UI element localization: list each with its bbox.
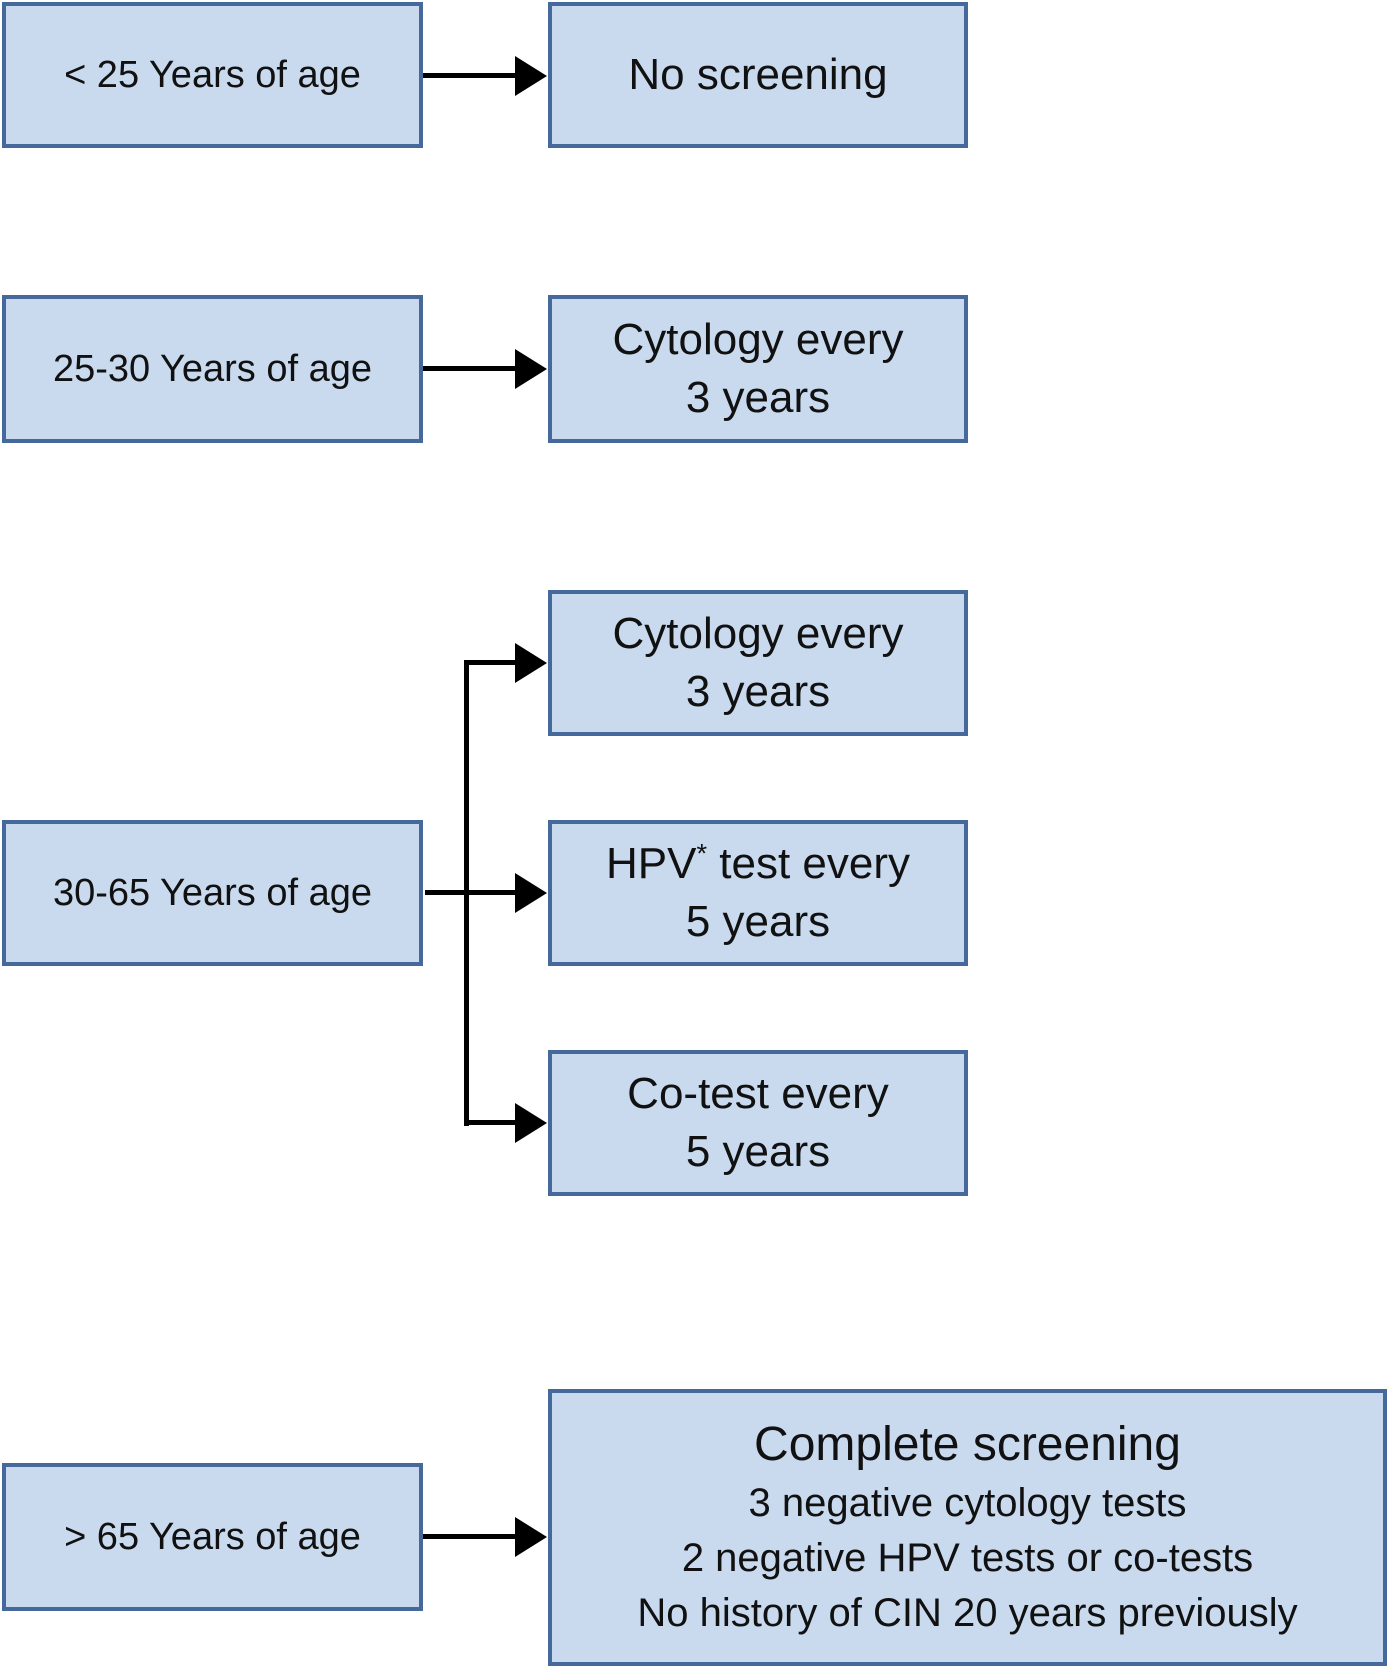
- co-test-line2: 5 years: [685, 1127, 831, 1176]
- box-age-30-65-label: 30-65 Years of age: [52, 871, 373, 914]
- cytology-30-65-line1: Cytology every: [612, 608, 904, 658]
- arrowhead-branch-bottom-icon: [515, 1103, 547, 1143]
- arrowhead-over65-icon: [515, 1517, 547, 1557]
- box-cytology-every-3-years-30-65: Cytology every 3 years: [548, 590, 968, 736]
- box-age-25-30: 25-30 Years of age: [2, 295, 423, 443]
- arrow-under25-line: [423, 73, 518, 78]
- hpv-word: HPV: [605, 838, 697, 888]
- hpv-test-line2: 5 years: [685, 897, 831, 946]
- hpv-test-line1: HPV* test every: [606, 835, 910, 893]
- box-age-over-65-label: > 65 Years of age: [64, 1515, 361, 1558]
- branch-bottom-line: [464, 1120, 518, 1125]
- arrowhead-under25-icon: [515, 56, 547, 96]
- arrowhead-30-65-middle-icon: [515, 873, 547, 913]
- box-age-25-30-label: 25-30 Years of age: [52, 347, 373, 390]
- box-age-under-25-label: < 25 Years of age: [64, 53, 361, 96]
- arrowhead-branch-top-icon: [515, 643, 547, 683]
- box-complete-screening: Complete screening 3 negative cytology t…: [548, 1389, 1387, 1666]
- hpv-asterisk: *: [696, 837, 708, 869]
- complete-screening-criterion-1: 3 negative cytology tests: [748, 1481, 1187, 1525]
- complete-screening-criterion-2: 2 negative HPV tests or co-tests: [681, 1536, 1254, 1580]
- branch-top-line: [464, 660, 518, 665]
- complete-screening-title: Complete screening: [754, 1418, 1181, 1471]
- cytology-25-30-line2: 3 years: [685, 373, 831, 422]
- box-no-screening-label: No screening: [628, 49, 888, 99]
- box-hpv-test-every-5-years: HPV* test every 5 years: [548, 820, 968, 966]
- arrow-over65-line: [423, 1534, 518, 1539]
- arrowhead-25-30-icon: [515, 349, 547, 389]
- complete-screening-criterion-3: No history of CIN 20 years previously: [637, 1591, 1298, 1635]
- arrow-30-65-stem-line: [425, 890, 518, 895]
- co-test-line1: Co-test every: [627, 1068, 889, 1118]
- box-age-30-65: 30-65 Years of age: [2, 820, 423, 966]
- cytology-25-30-line1: Cytology every: [612, 314, 904, 364]
- cytology-30-65-line2: 3 years: [685, 667, 831, 716]
- arrow-25-30-line: [423, 366, 518, 371]
- box-no-screening: No screening: [548, 2, 968, 148]
- box-age-under-25: < 25 Years of age: [2, 2, 423, 148]
- hpv-rest: test every: [707, 838, 911, 888]
- box-age-over-65: > 65 Years of age: [2, 1463, 423, 1611]
- box-co-test-every-5-years: Co-test every 5 years: [548, 1050, 968, 1196]
- box-cytology-every-3-years-25-30: Cytology every 3 years: [548, 295, 968, 443]
- branch-vertical-line: [464, 660, 469, 1126]
